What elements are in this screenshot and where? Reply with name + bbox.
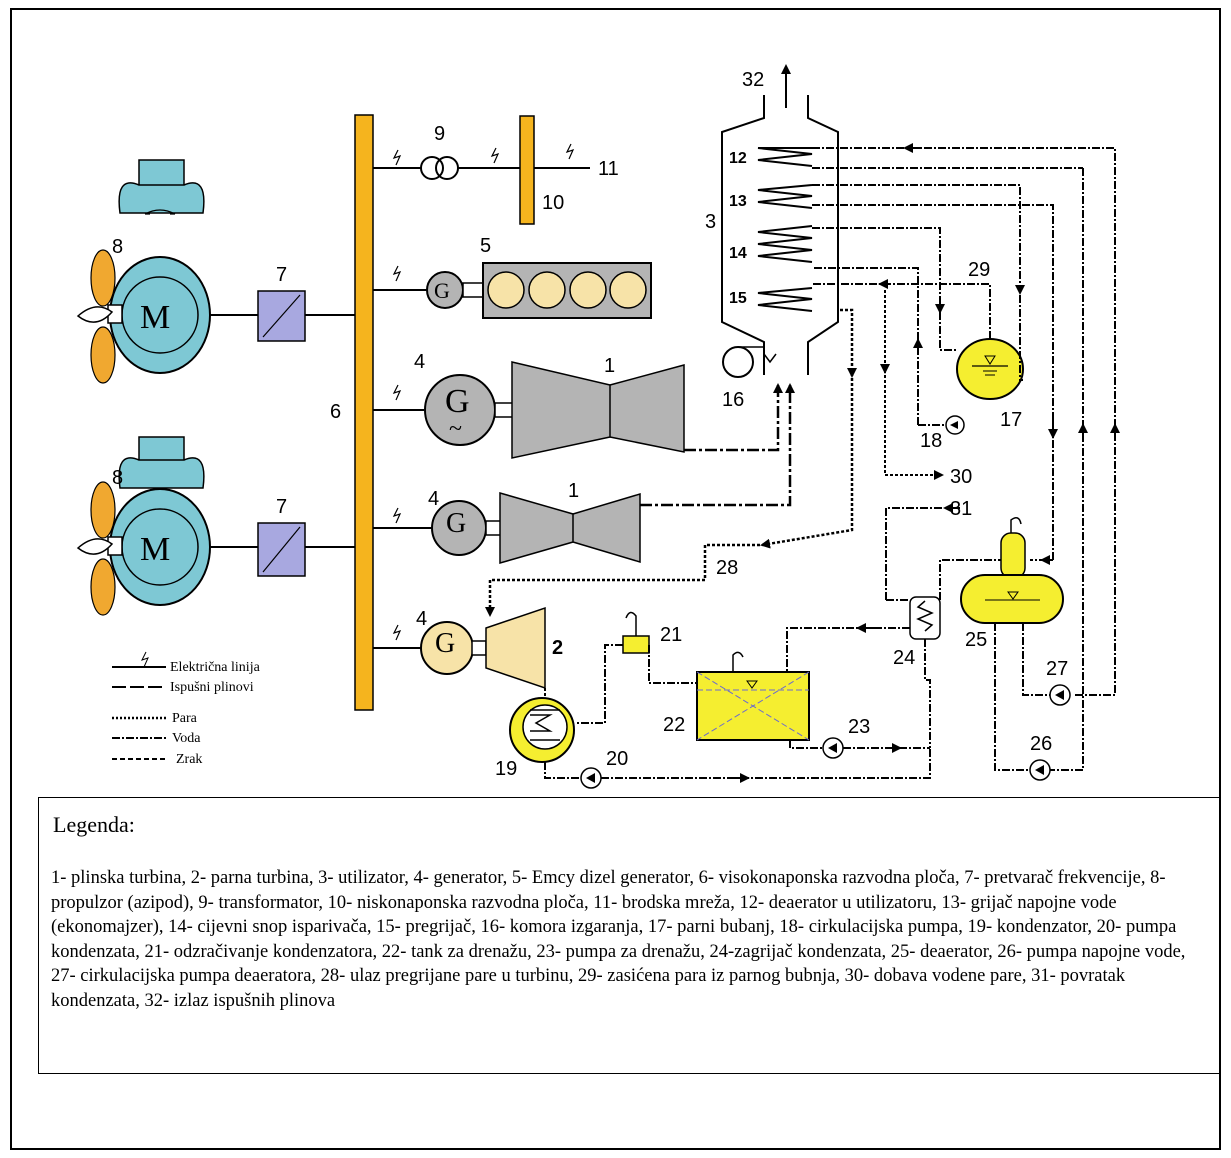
coil-15 — [757, 287, 813, 312]
line-29-sat-steam — [812, 283, 991, 339]
label-19: 19 — [495, 758, 517, 780]
legend-electric: Električna linija — [170, 660, 261, 675]
label-31: 31 — [950, 498, 972, 520]
label-20: 20 — [606, 748, 628, 770]
label-29: 29 — [968, 259, 990, 281]
gas-turbine-upper-body — [511, 361, 685, 459]
legend-text: 1- plinska turbina, 2- parna turbina, 3-… — [51, 868, 1186, 1011]
exhaust-line-upper — [684, 383, 783, 452]
label-1b: 1 — [568, 480, 579, 502]
condensate-heater — [909, 596, 941, 640]
line-heater-to-drain-tank — [786, 627, 910, 675]
circulation-pump-18 — [945, 415, 965, 435]
line-economizer-to-drum — [812, 184, 1021, 290]
label-18: 18 — [920, 430, 942, 452]
label-22: 22 — [663, 714, 685, 736]
label-28: 28 — [716, 557, 738, 579]
g-symbol: G — [445, 383, 470, 420]
label-27: 27 — [1046, 658, 1068, 680]
steam-drum — [956, 338, 1024, 400]
superheated-steam-line — [760, 308, 854, 549]
condenser-vent — [622, 611, 650, 654]
g-symbol: G — [435, 628, 455, 659]
label-6: 6 — [330, 401, 341, 423]
label-7a: 7 — [276, 264, 287, 286]
label-1a: 1 — [604, 355, 615, 377]
g-symbol: G — [446, 508, 466, 539]
label-2: 2 — [552, 637, 563, 659]
label-30: 30 — [950, 466, 972, 488]
line-condensate-return-31 — [885, 507, 944, 600]
label-32: 32 — [742, 69, 764, 91]
legend-box: Legenda: 1- plinska turbina, 2- parna tu… — [38, 797, 1220, 1074]
combustion-chamber — [722, 346, 754, 378]
legend-water: Voda — [172, 731, 201, 746]
gas-turbine-lower-body — [499, 492, 641, 564]
drain-pump-23 — [822, 737, 844, 759]
label-8a: 8 — [112, 236, 123, 258]
line-type-legend — [112, 651, 166, 760]
feed-water-pump-26 — [1029, 759, 1051, 781]
legend-title: Legenda: — [53, 812, 135, 837]
heat-recovery-boiler — [721, 64, 839, 378]
condensate-pump-20 — [580, 767, 602, 789]
label-26: 26 — [1030, 733, 1052, 755]
drain-tank — [696, 651, 810, 741]
condenser — [509, 697, 575, 763]
azipod-propulsor-lower — [76, 436, 355, 616]
label-5: 5 — [480, 235, 491, 257]
azipod-propulsor-upper — [76, 159, 355, 384]
label-24: 24 — [893, 647, 915, 669]
lv-switchboard-busbar — [519, 115, 535, 225]
coil-12 — [757, 147, 813, 167]
transformer — [373, 147, 520, 180]
label-13: 13 — [729, 193, 747, 210]
line-deaerator-feed-to-12 — [812, 147, 1116, 696]
label-8b: 8 — [112, 467, 123, 489]
label-4b: 4 — [428, 488, 439, 510]
label-17: 17 — [1000, 409, 1022, 431]
coil-14 — [757, 225, 813, 263]
label-4c: 4 — [416, 608, 427, 630]
label-23: 23 — [848, 716, 870, 738]
label-16: 16 — [722, 389, 744, 411]
line-drum-evaporator — [812, 227, 941, 302]
legend-exhaust: Ispušni plinovi — [170, 680, 254, 695]
steam-turbine-body — [485, 606, 546, 690]
label-12: 12 — [729, 150, 747, 167]
gas-turbine-generator-lower — [373, 492, 641, 564]
legend-air: Zrak — [176, 752, 202, 767]
wave-symbol: ~ — [449, 416, 462, 442]
label-9: 9 — [434, 123, 445, 145]
label-7b: 7 — [276, 496, 287, 518]
gas-turbine-generator-upper — [373, 361, 685, 459]
exhaust-line-lower — [640, 383, 795, 507]
circulation-pump-27 — [1049, 684, 1071, 706]
outer-frame — [10, 8, 1221, 1150]
label-3: 3 — [705, 211, 716, 233]
m-symbol: M — [140, 531, 170, 568]
hv-switchboard-busbar — [354, 114, 374, 711]
label-4a: 4 — [414, 351, 425, 373]
label-25: 25 — [965, 629, 987, 651]
legend-steam: Para — [172, 711, 198, 726]
label-14: 14 — [729, 245, 747, 262]
coil-13 — [757, 184, 813, 209]
label-21: 21 — [660, 624, 682, 646]
g-symbol: G — [434, 278, 450, 303]
steam-turbine-generator — [373, 606, 546, 690]
m-symbol: M — [140, 299, 170, 336]
label-15: 15 — [729, 290, 747, 307]
line-to-13 — [1050, 168, 1084, 771]
label-11: 11 — [598, 158, 619, 180]
emergency-diesel-generator: G — [373, 262, 652, 319]
label-10: 10 — [542, 192, 564, 214]
deaerator — [960, 517, 1064, 624]
